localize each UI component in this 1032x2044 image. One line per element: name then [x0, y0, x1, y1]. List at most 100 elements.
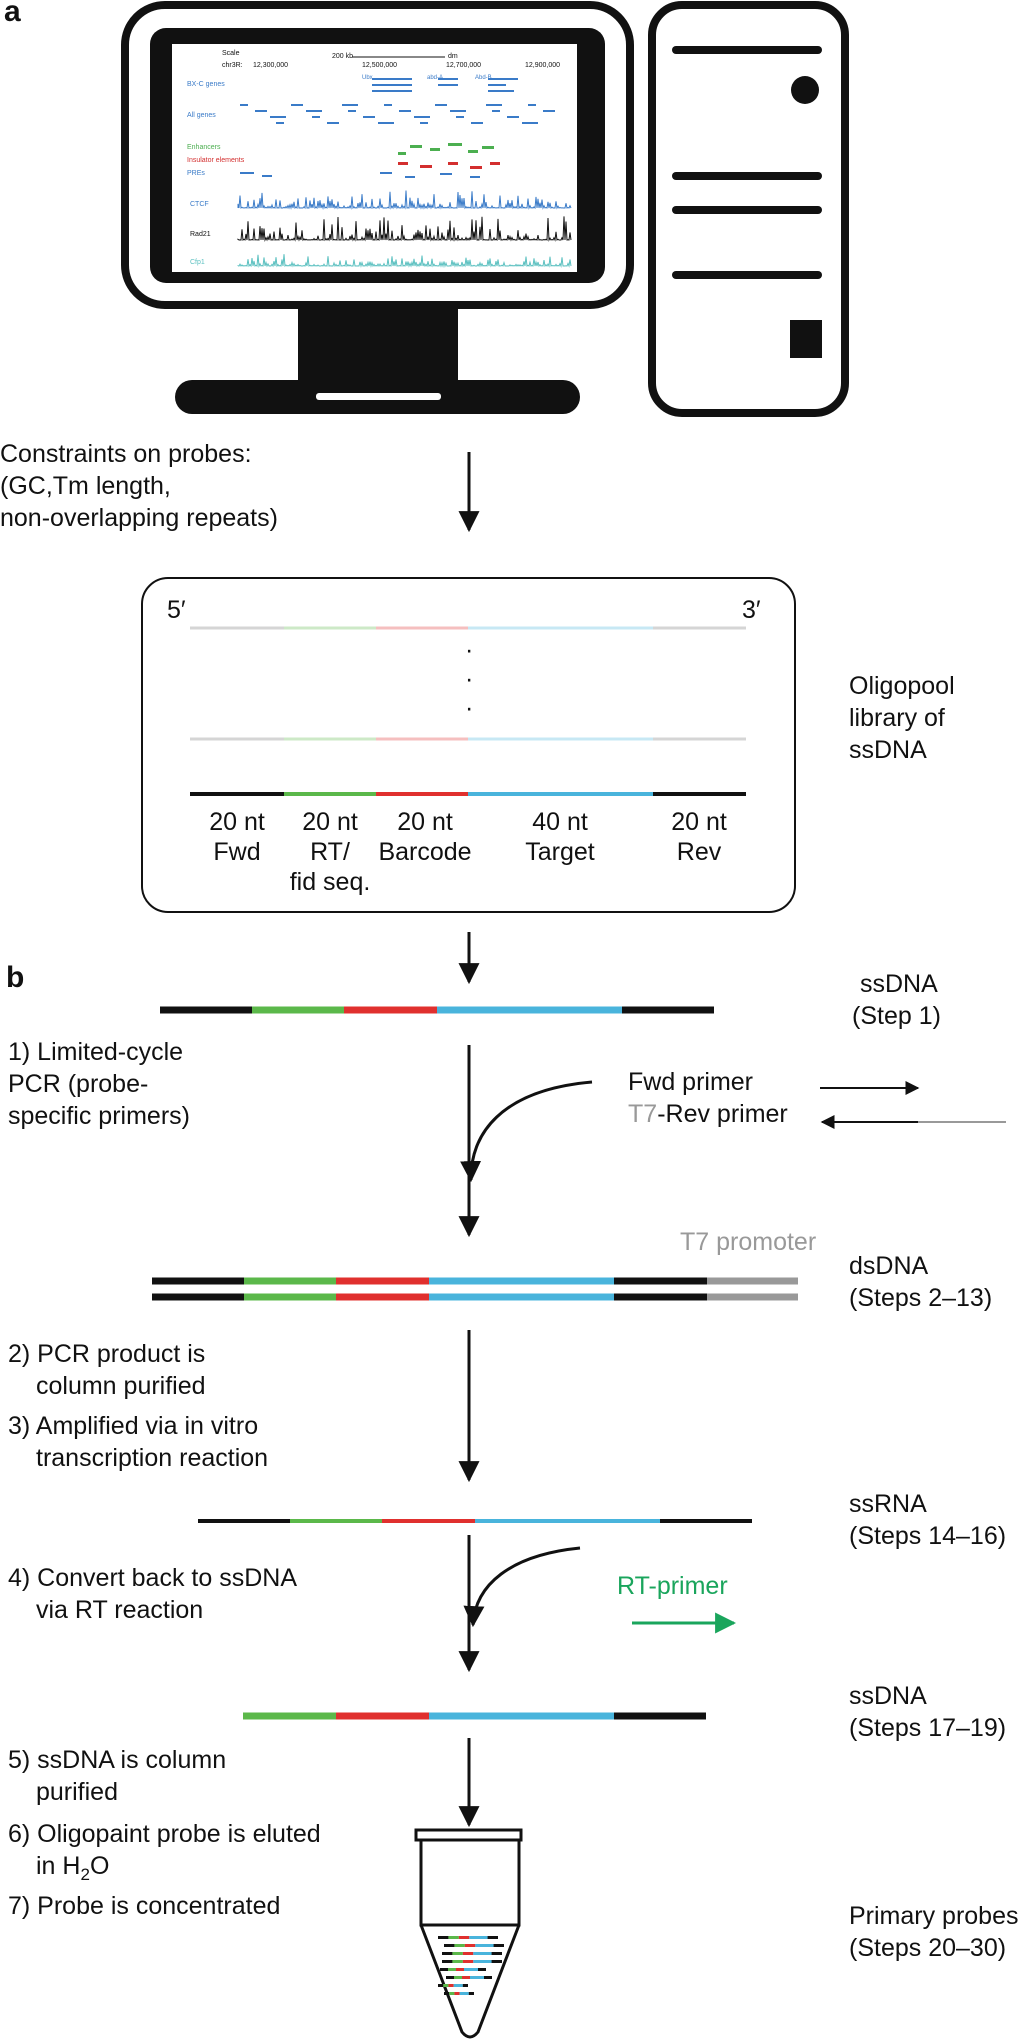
- step-4-line-2: via RT reaction: [36, 1596, 204, 1624]
- ctcf-signal: [237, 190, 572, 210]
- tube-probe-segment: [440, 1968, 448, 1971]
- gene-mark: [312, 116, 320, 118]
- gene-mark: [270, 116, 286, 118]
- tube-probe-segment: [462, 1976, 470, 1979]
- seg-rt-name-2: fid seq.: [289, 868, 371, 896]
- gene-mark: [438, 78, 458, 80]
- tube-probe-segment: [473, 1960, 492, 1963]
- gene-mark: [488, 78, 518, 80]
- screen-scale-label: Scale: [222, 50, 240, 57]
- gene-mark: [488, 90, 514, 92]
- r4-line-1: ssDNA: [849, 1682, 927, 1710]
- gene-mark: [528, 104, 536, 106]
- step-6-o: O: [89, 1852, 110, 1880]
- tube-probe-segment: [456, 1968, 464, 1971]
- ellipsis-dot-2: ·: [465, 665, 474, 693]
- seg-barcode-name: Barcode: [378, 838, 472, 866]
- computer-tower-icon: [648, 1, 849, 417]
- seg-rev-len: 20 nt: [671, 808, 727, 836]
- screen-scale-value: 200 kb: [332, 53, 354, 60]
- pre-marks: [240, 172, 480, 178]
- gene-annotation-marks: [240, 78, 555, 124]
- step-3-line-2: transcription reaction: [36, 1444, 269, 1472]
- step-6-h: in H: [36, 1852, 81, 1880]
- screen-pos3: 12,700,000: [446, 62, 482, 69]
- constraints-line-3: non-overlapping repeats): [0, 504, 278, 532]
- gene-mark: [471, 122, 483, 124]
- tube-probe-segment: [452, 1952, 463, 1955]
- r4-line-2: (Steps 17–19): [849, 1714, 1007, 1742]
- gene-mark: [372, 78, 412, 80]
- rev-primer-label: T7-Rev primer: [628, 1098, 788, 1130]
- gene-mark: [240, 104, 248, 106]
- tube-probe-segment: [475, 1944, 494, 1947]
- tube-probe-segment: [487, 1936, 498, 1939]
- tube-probe-segment: [454, 1944, 465, 1947]
- panel-label-a: a: [4, 0, 21, 28]
- step-6-line-2: in H2O: [36, 1850, 109, 1891]
- track-cfp1: Cfp1: [190, 259, 205, 266]
- seg-target-name: Target: [525, 838, 595, 866]
- screen-pos4: 12,900,000: [525, 62, 561, 69]
- gene-mark: [342, 104, 358, 106]
- t7-promoter-label: T7 promoter: [680, 1228, 817, 1256]
- tube-probe-segment: [453, 1984, 463, 1987]
- r3-line-2: (Steps 14–16): [849, 1522, 1007, 1550]
- gene-abdb: Abd-B: [475, 75, 492, 81]
- signal-tracks: [237, 190, 572, 268]
- tube-probes: [438, 1936, 504, 1995]
- insulator-marks: [398, 162, 500, 169]
- track-all-genes: All genes: [187, 112, 216, 119]
- rad21-signal: [237, 216, 572, 242]
- tube-probe-segment: [468, 1992, 474, 1995]
- tube-probe-segment: [470, 1976, 484, 1979]
- tube-probe-segment: [444, 1992, 450, 1995]
- tube-probe-segment: [438, 1984, 444, 1987]
- gene-mark: [399, 110, 411, 112]
- track-enhancers: Enhancers: [187, 144, 221, 151]
- step-5-line-1: 5) ssDNA is column: [8, 1746, 227, 1774]
- gene-mark: [255, 110, 267, 112]
- step-1-line-3: specific primers): [8, 1102, 190, 1130]
- seg-rt-name: RT/: [310, 838, 350, 866]
- seg-fwd-len: 20 nt: [209, 808, 265, 836]
- oligopool-line-1: Oligopool: [849, 672, 955, 700]
- constraints-line-1: Constraints on probes:: [0, 440, 252, 468]
- gene-mark: [507, 116, 519, 118]
- curved-arrow-primers: [460, 1080, 593, 1183]
- t7-prefix: T7: [628, 1100, 658, 1128]
- gene-mark: [522, 122, 538, 124]
- tube-probe-segment: [462, 1952, 474, 1955]
- r5-line-1: Primary probes: [849, 1902, 1019, 1930]
- tube-probe-segment: [459, 1992, 469, 1995]
- five-prime-label: 5′: [167, 596, 186, 624]
- r5-line-2: (Steps 20–30): [849, 1934, 1007, 1962]
- gene-mark: [488, 84, 506, 86]
- oligopool-box: [141, 577, 796, 913]
- gene-mark: [384, 104, 392, 106]
- seg-barcode-len: 20 nt: [397, 808, 453, 836]
- gene-mark: [414, 116, 430, 118]
- genome-browser-screen: [237, 56, 572, 268]
- gene-ubx: Ubx: [362, 75, 373, 81]
- screen-pos1: 12,300,000: [253, 62, 289, 69]
- gene-mark: [438, 84, 458, 86]
- rt-primer-label: RT-primer: [617, 1572, 728, 1600]
- tube-icon: [414, 1828, 523, 2039]
- seg-rt-len: 20 nt: [302, 808, 358, 836]
- screen-scale-unit: dm: [448, 53, 458, 60]
- gene-abda: abd-A: [427, 75, 444, 81]
- tube-probe-segment: [462, 1960, 474, 1963]
- step-4-line-1: 4) Convert back to ssDNA: [8, 1564, 297, 1592]
- tube-probe-segment: [442, 1952, 453, 1955]
- panel-label-b: b: [6, 961, 25, 994]
- screen-chrom-label: chr3R:: [222, 62, 243, 69]
- tube-probe-segment: [464, 1944, 476, 1947]
- step-3-line-1: 3) Amplified via in vitro: [8, 1412, 259, 1440]
- tube-probe-segment: [448, 1984, 454, 1987]
- tube-probe-segment: [438, 1936, 449, 1939]
- track-pres: PREs: [187, 170, 205, 177]
- step-6-sub: 2: [80, 1865, 90, 1884]
- step-5-line-2: purified: [36, 1778, 118, 1806]
- tube-probe-segment: [458, 1936, 470, 1939]
